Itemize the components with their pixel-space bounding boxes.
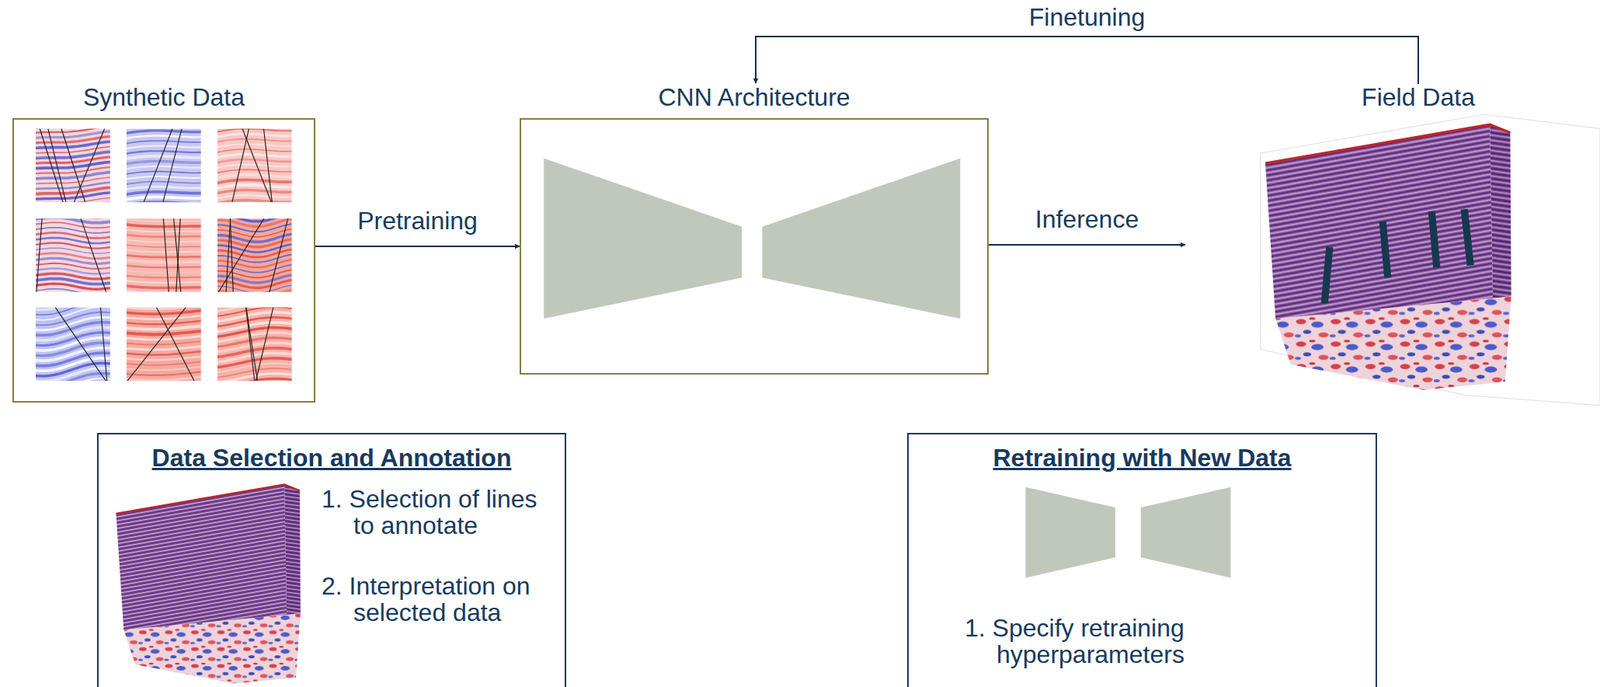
seismic-thumbnail bbox=[217, 218, 293, 293]
seismic-thumbnail bbox=[35, 128, 111, 203]
seismic-thumbnail bbox=[35, 218, 111, 293]
seismic-thumbnail bbox=[126, 128, 202, 203]
retrain-trapezoids bbox=[1025, 486, 1231, 578]
box-heading: Retraining with New Data bbox=[907, 444, 1378, 472]
flow-arrow bbox=[988, 243, 1186, 246]
box-heading: Data Selection and Annotation bbox=[97, 444, 567, 472]
cnn-trapezoids bbox=[543, 158, 960, 319]
stage-title: CNN Architecture bbox=[519, 83, 989, 112]
seismic-thumbnail bbox=[35, 306, 111, 381]
seismic-thumbnail bbox=[217, 128, 293, 203]
info-box: Retraining with New Data 1. Specify retra… bbox=[907, 432, 1378, 687]
seismic-thumbnail bbox=[217, 306, 293, 381]
synthetic-thumbnails bbox=[35, 100, 293, 398]
stage-title: Synthetic Data bbox=[12, 83, 316, 112]
list-item: 1. Specify retraining hyperparameters bbox=[964, 615, 1221, 668]
seismic-thumbnail bbox=[126, 306, 202, 381]
box-frame bbox=[12, 118, 316, 403]
info-box: Data Selection and Annotation 1. Selectio… bbox=[97, 432, 567, 687]
seismic-thumbnail bbox=[126, 218, 202, 293]
stage-panel: CNN Architecture bbox=[519, 83, 989, 375]
stage-title: Field Data bbox=[1262, 83, 1574, 112]
list-item: 2. Interpretation on selected data bbox=[321, 573, 551, 626]
edge-label: Inference bbox=[1035, 205, 1139, 234]
flow-arrow bbox=[755, 36, 1419, 84]
box-frame bbox=[519, 118, 989, 375]
field-cube bbox=[1260, 114, 1600, 405]
edge-label: Pretraining bbox=[357, 206, 478, 236]
flow-arrow bbox=[315, 245, 520, 247]
stage-panel: Synthetic Data bbox=[12, 83, 316, 403]
edge-label: Finetuning bbox=[1029, 3, 1145, 32]
stage-panel: Field Data bbox=[1185, 83, 1600, 406]
list-item: 1. Selection of lines to annotate bbox=[321, 486, 551, 539]
annotation-cube bbox=[115, 483, 300, 683]
